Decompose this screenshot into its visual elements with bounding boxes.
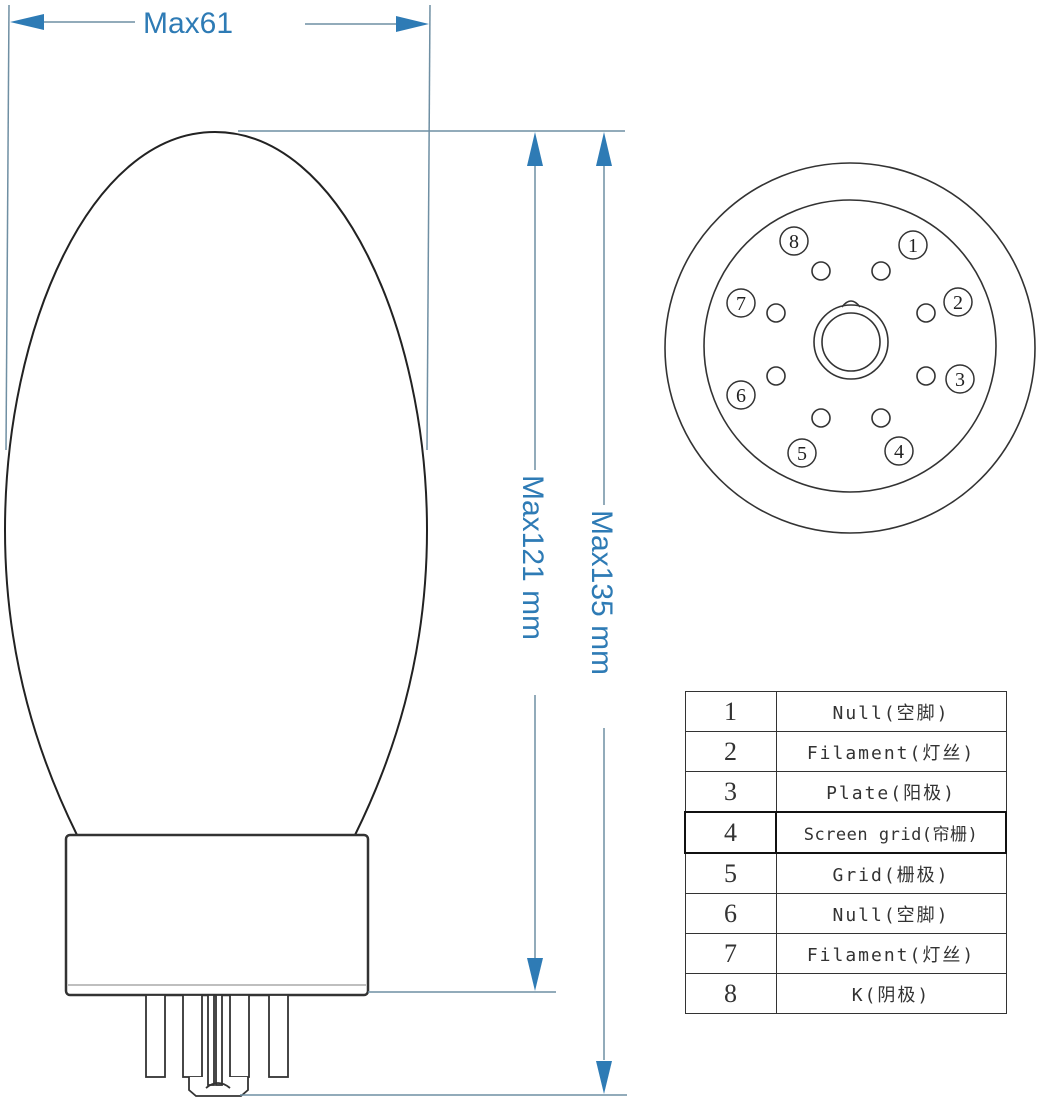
socket-bottom-view [664, 162, 1036, 534]
pin-function: Null(空脚) [775, 893, 1007, 934]
pin-function: Screen grid(帘栅) [775, 811, 1007, 854]
pin-number: 3 [684, 771, 777, 813]
pin-label-1: 1 [898, 230, 928, 260]
svg-text:4: 4 [894, 441, 904, 463]
arrow-down-icon [596, 1061, 612, 1094]
pin-number: 6 [684, 893, 777, 934]
table-row: 1 Null(空脚) [684, 691, 1007, 732]
table-row: 6 Null(空脚) [684, 893, 1007, 934]
tube-base [64, 833, 370, 997]
pin-function: Plate(阳极) [775, 771, 1007, 813]
svg-text:2: 2 [953, 292, 963, 314]
pin-label-5: 5 [787, 438, 817, 468]
table-row: 2 Filament(灯丝) [684, 731, 1007, 772]
table-row: 5 Grid(栅极) [684, 852, 1007, 894]
pin-label-3: 3 [945, 364, 975, 394]
pin-number: 4 [684, 811, 777, 854]
pin-function: Grid(栅极) [775, 852, 1007, 894]
table-row: 3 Plate(阳极) [684, 771, 1007, 813]
svg-text:8: 8 [789, 231, 799, 253]
socket-pin-labels: 1 2 3 4 5 6 7 8 [726, 226, 975, 468]
svg-text:7: 7 [736, 293, 746, 315]
arrow-down-icon [527, 958, 543, 991]
pin-label-8: 8 [779, 226, 809, 256]
body-height-label: Max121 mm [516, 475, 549, 640]
tube-pins [145, 994, 289, 1097]
pin-number: 8 [684, 973, 777, 1014]
svg-text:3: 3 [955, 369, 965, 391]
svg-text:5: 5 [797, 443, 807, 465]
tube-bulb-outline [3, 130, 429, 836]
pin-function: Filament(灯丝) [775, 933, 1007, 974]
arrow-right-icon [396, 16, 429, 32]
height-extension-lines [238, 130, 627, 1096]
pin-function: K(阴极) [775, 973, 1007, 1014]
svg-text:1: 1 [908, 235, 918, 257]
table-row: 7 Filament(灯丝) [684, 933, 1007, 974]
pin-label-4: 4 [884, 436, 914, 466]
pin-label-7: 7 [726, 288, 756, 318]
pin-number: 5 [684, 852, 777, 894]
pin-label-2: 2 [943, 287, 973, 317]
pin-number: 2 [684, 731, 777, 772]
pin-function: Null(空脚) [775, 691, 1007, 732]
svg-text:6: 6 [736, 385, 746, 407]
arrow-up-icon [527, 132, 543, 166]
pin-number: 7 [684, 933, 777, 974]
pin-function: Filament(灯丝) [775, 731, 1007, 772]
total-height-label: Max135 mm [585, 510, 618, 675]
table-row: 8 K(阴极) [684, 973, 1007, 1014]
pin-label-6: 6 [726, 380, 756, 410]
width-label: Max61 [143, 7, 233, 40]
width-dimension [5, 4, 431, 451]
pin-function-table: 1 Null(空脚) 2 Filament(灯丝) 3 Plate(阳极) 4 … [684, 691, 1007, 1014]
table-row: 4 Screen grid(帘栅) [684, 811, 1007, 854]
pin-number: 1 [684, 691, 777, 732]
arrow-left-icon [10, 14, 44, 30]
arrow-up-icon [596, 132, 612, 166]
